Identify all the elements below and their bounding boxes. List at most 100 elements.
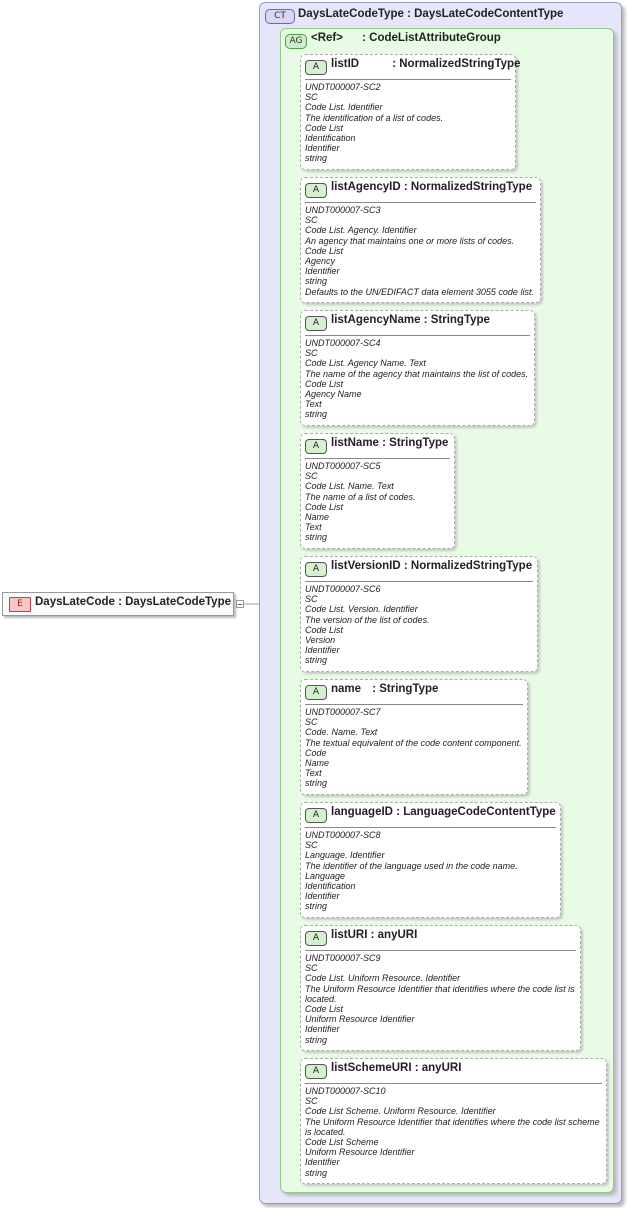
attribute-badge: A: [305, 439, 327, 454]
documentation-line: Identifier: [305, 645, 340, 656]
documentation-line: Identifier: [305, 1024, 340, 1035]
attribute-header: listURI : anyURI: [331, 929, 417, 941]
documentation-line: Language. Identifier: [305, 850, 385, 861]
documentation-line: The textual equivalent of the code conte…: [305, 737, 522, 748]
attribute-name: listURI: [331, 929, 368, 941]
type-separator: :: [369, 683, 380, 695]
root-element-box[interactable]: E DaysLateCode : DaysLateCodeType: [2, 592, 234, 616]
type-separator: :: [400, 560, 411, 572]
attribute-name: listAgencyName: [331, 314, 421, 326]
documentation-line: Code List. Agency. Identifier: [305, 225, 417, 236]
attribute-divider: [305, 1083, 602, 1084]
documentation-line: Code List: [305, 624, 344, 635]
documentation-line: Uniform Resource Identifier: [305, 1147, 415, 1158]
attribute-header: listAgencyName : StringType: [331, 314, 490, 326]
documentation-line: Agency: [305, 256, 336, 267]
attribute-type: NormalizedStringType: [410, 560, 533, 572]
documentation-line: Language: [305, 870, 346, 881]
documentation-line: SC: [305, 717, 318, 728]
attribute-badge: A: [305, 60, 327, 75]
documentation-line: Code List. Agency Name. Text: [305, 358, 426, 369]
documentation-line: Code List: [305, 1004, 344, 1015]
documentation-line: UNDT000007-SC7: [305, 707, 381, 717]
documentation-line: string: [305, 153, 328, 164]
documentation-line: UNDT000007-SC4: [305, 338, 381, 348]
attribute-header: listSchemeURI : anyURI: [331, 1062, 461, 1074]
documentation-line: string: [305, 655, 328, 666]
attribute-group-ref: <Ref>: [311, 32, 343, 44]
documentation-line: SC: [305, 92, 318, 103]
documentation-line: Code List: [305, 501, 344, 512]
documentation-line: UNDT000007-SC2: [305, 82, 381, 92]
attribute-divider: [305, 79, 511, 80]
documentation-line: Text: [305, 399, 322, 410]
attribute-header: listName : StringType: [331, 437, 448, 449]
documentation-line: SC: [305, 594, 318, 605]
documentation-line: The identifier of the language used in t…: [305, 860, 518, 871]
documentation-line: Identification: [305, 133, 356, 144]
documentation-line: Code: [305, 747, 327, 758]
documentation-line: Code List. Uniform Resource. Identifier: [305, 973, 461, 984]
attribute-group-name: CodeListAttributeGroup: [369, 32, 501, 44]
type-separator: :: [367, 929, 378, 941]
documentation-line: Code List Scheme: [305, 1137, 379, 1148]
attribute-name: listSchemeURI: [331, 1062, 412, 1074]
attribute-type: NormalizedStringType: [399, 58, 521, 70]
documentation-line: SC: [305, 1096, 318, 1107]
attribute-badge: A: [305, 931, 327, 946]
attribute-header: listVersionID : NormalizedStringType: [331, 560, 532, 572]
attribute-header: name : StringType: [331, 683, 438, 695]
documentation-line: Identifier: [305, 143, 340, 154]
documentation-line: UNDT000007-SC3: [305, 205, 381, 215]
attribute-type: StringType: [389, 437, 449, 449]
documentation-line: SC: [305, 215, 318, 226]
attribute-name: listID: [331, 58, 360, 70]
collapse-toggle-icon[interactable]: [236, 600, 244, 608]
root-element-type: DaysLateCodeType: [125, 596, 232, 608]
documentation-line: Code List. Identifier: [305, 102, 383, 113]
attribute-type: NormalizedStringType: [410, 181, 533, 193]
documentation-line: string: [305, 409, 328, 420]
documentation-line: The Uniform Resource Identifier that ide…: [305, 983, 575, 1004]
root-element-name: DaysLateCode: [35, 596, 115, 608]
attribute-header: languageID : LanguageCodeContentType: [331, 806, 556, 818]
documentation-line: Identification: [305, 881, 356, 892]
documentation-line: Identifier: [305, 1157, 340, 1168]
type-separator: :: [420, 314, 431, 326]
attribute-group-label: <Ref> : CodeListAttributeGroup: [311, 32, 501, 44]
type-separator: :: [346, 32, 370, 44]
documentation-line: Uniform Resource Identifier: [305, 1014, 415, 1025]
documentation-line: UNDT000007-SC6: [305, 584, 381, 594]
attribute-name: listAgencyID: [331, 181, 401, 193]
attribute-name: languageID: [331, 806, 393, 818]
type-separator: :: [400, 181, 411, 193]
documentation-line: Code List: [305, 378, 344, 389]
complex-type-label: DaysLateCodeType : DaysLateCodeContentTy…: [298, 8, 563, 20]
attribute-name: listName: [331, 437, 379, 449]
attribute-type: anyURI: [377, 929, 418, 941]
documentation-line: UNDT000007-SC8: [305, 830, 381, 840]
documentation-line: Defaults to the UN/EDIFACT data element …: [305, 286, 534, 297]
attribute-divider: [305, 458, 450, 459]
attribute-header: listID : NormalizedStringType: [331, 58, 520, 70]
documentation-line: UNDT000007-SC5: [305, 461, 381, 471]
documentation-line: Version: [305, 635, 336, 646]
attribute-group-badge: AG: [285, 34, 307, 49]
documentation-line: The version of the list of codes.: [305, 614, 430, 625]
documentation-line: string: [305, 532, 328, 543]
type-separator: :: [392, 806, 404, 818]
